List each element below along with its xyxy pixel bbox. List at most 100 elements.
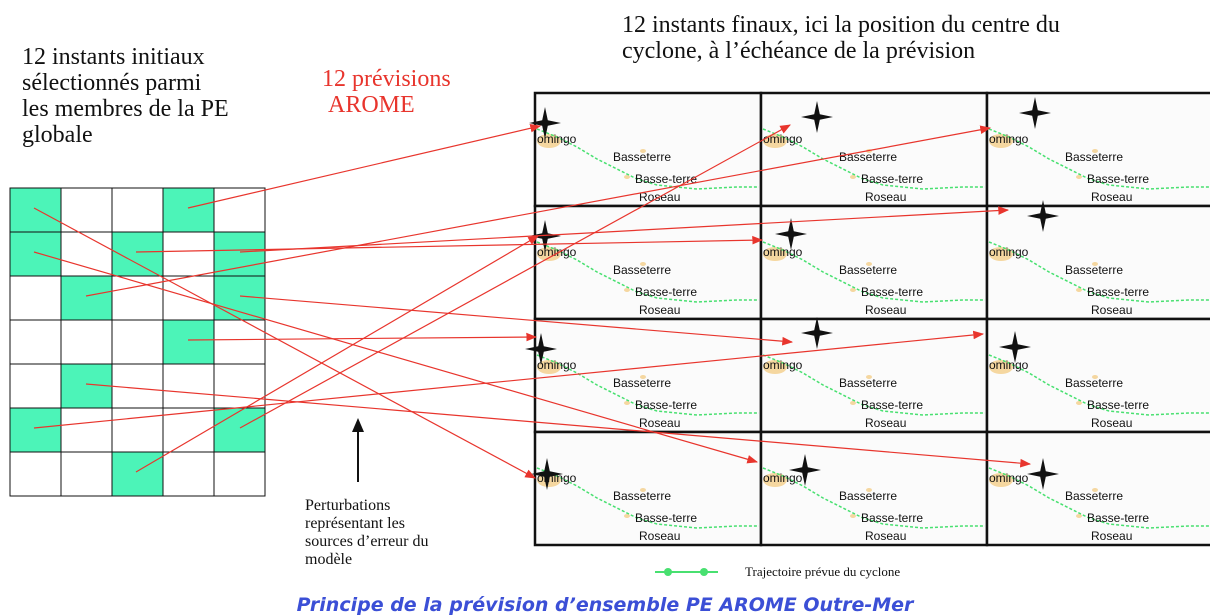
map-label-basseterre: Basseterre (839, 263, 897, 277)
map-label-basse-terre: Basse-terre (861, 285, 923, 299)
grid-cell-selected (213, 231, 266, 277)
map-label-basse-terre: Basse-terre (861, 511, 923, 525)
grid-cell-selected (213, 407, 266, 453)
map-label-town: omingo (537, 132, 577, 146)
forecast-label-line: 12 prévisions (322, 66, 451, 92)
island-shape (624, 288, 630, 292)
grid-cell (111, 363, 164, 409)
perturbation-arrow (352, 418, 364, 482)
cyclone-track (536, 241, 759, 303)
perturbation-label-line: modèle (305, 551, 353, 568)
legend-track-dot (700, 568, 708, 576)
island-shape (1092, 375, 1098, 379)
final-states-label: 12 instants finaux, ici la position du c… (622, 12, 1060, 64)
map-label-basse-terre: Basse-terre (1087, 398, 1149, 412)
grid-cell (111, 407, 164, 453)
island-shape (763, 134, 787, 148)
forecast-arrow (33, 330, 985, 429)
forecast-arrow (239, 206, 1010, 253)
forecast-arrow (187, 123, 542, 209)
island-shape (1092, 149, 1098, 153)
grid-cell (162, 363, 215, 409)
cyclone-track (762, 128, 985, 190)
island-shape (1076, 401, 1082, 405)
map-label-roseau: Roseau (1091, 416, 1132, 430)
island-shape (763, 360, 787, 374)
forecast-arrow (239, 295, 794, 346)
map-label-roseau: Roseau (1091, 529, 1132, 543)
legend-track-dot (664, 568, 672, 576)
map-label-roseau: Roseau (865, 529, 906, 543)
cyclone-center-star-icon (999, 331, 1031, 363)
panel-frame (533, 91, 763, 208)
island-shape (866, 262, 872, 266)
map-label-basseterre: Basseterre (1065, 263, 1123, 277)
panel-frame (533, 204, 763, 321)
island-shape (1076, 175, 1082, 179)
cyclone-track (988, 467, 1210, 529)
panel-frame (533, 317, 763, 434)
grid-cell (162, 231, 215, 277)
grid-cell (213, 187, 266, 233)
map-label-basseterre: Basseterre (839, 150, 897, 164)
cyclone-center-star-icon (1019, 97, 1051, 129)
grid-cell (111, 319, 164, 365)
cyclone-track (762, 241, 985, 303)
island-shape (850, 401, 856, 405)
perturbation-label: Perturbations représentant les sources d… (305, 497, 429, 569)
final-label-line: 12 instants finaux, ici la position du c… (622, 12, 1060, 38)
grid-cell (162, 275, 215, 321)
cyclone-track (536, 128, 759, 190)
island-shape (1092, 262, 1098, 266)
forecast-arrow (33, 251, 759, 464)
map-label-town: omingo (763, 245, 803, 259)
forecast-arrow (239, 124, 791, 429)
map-label-basse-terre: Basse-terre (861, 172, 923, 186)
grid-cell (9, 275, 62, 321)
map-label-roseau: Roseau (865, 416, 906, 430)
island-shape (640, 262, 646, 266)
initial-label-line: sélectionnés parmi (22, 70, 202, 96)
map-label-roseau: Roseau (639, 303, 680, 317)
map-label-town: omingo (989, 358, 1029, 372)
final-label-line: cyclone, à l’échéance de la prévision (622, 38, 976, 64)
initial-label-line: globale (22, 122, 93, 148)
map-label-basse-terre: Basse-terre (635, 285, 697, 299)
island-shape (866, 375, 872, 379)
grid-cell (111, 187, 164, 233)
grid-cell (213, 319, 266, 365)
grid-cell (213, 451, 266, 497)
island-shape (640, 488, 646, 492)
map-label-basseterre: Basseterre (1065, 150, 1123, 164)
grid-cell-selected (9, 407, 62, 453)
map-label-town: omingo (537, 245, 577, 259)
grid-cell (162, 451, 215, 497)
grid-cell-selected (60, 275, 113, 321)
island-shape (537, 134, 561, 148)
island-shape (989, 247, 1013, 261)
forecast-label-line: AROME (328, 92, 415, 118)
grid-cell-selected (9, 231, 62, 277)
legend-label: Trajectoire prévue du cyclone (745, 564, 900, 579)
cyclone-center-star-icon (531, 458, 563, 490)
panel-frame (759, 204, 989, 321)
island-shape (1076, 288, 1082, 292)
initial-label-line: les membres de la PE (22, 96, 229, 122)
map-label-basse-terre: Basse-terre (635, 511, 697, 525)
grid-cell (60, 319, 113, 365)
forecast-label: 12 prévisions AROME (322, 66, 451, 118)
cyclone-center-star-icon (801, 101, 833, 133)
map-label-roseau: Roseau (639, 529, 680, 543)
map-label-basse-terre: Basse-terre (861, 398, 923, 412)
map-label-basse-terre: Basse-terre (635, 172, 697, 186)
grid-cell (9, 451, 62, 497)
map-label-basseterre: Basseterre (1065, 489, 1123, 503)
island-shape (537, 360, 561, 374)
forecast-arrows (33, 123, 1032, 479)
grid-cell-selected (9, 187, 62, 233)
legend: Trajectoire prévue du cyclone (655, 564, 900, 579)
